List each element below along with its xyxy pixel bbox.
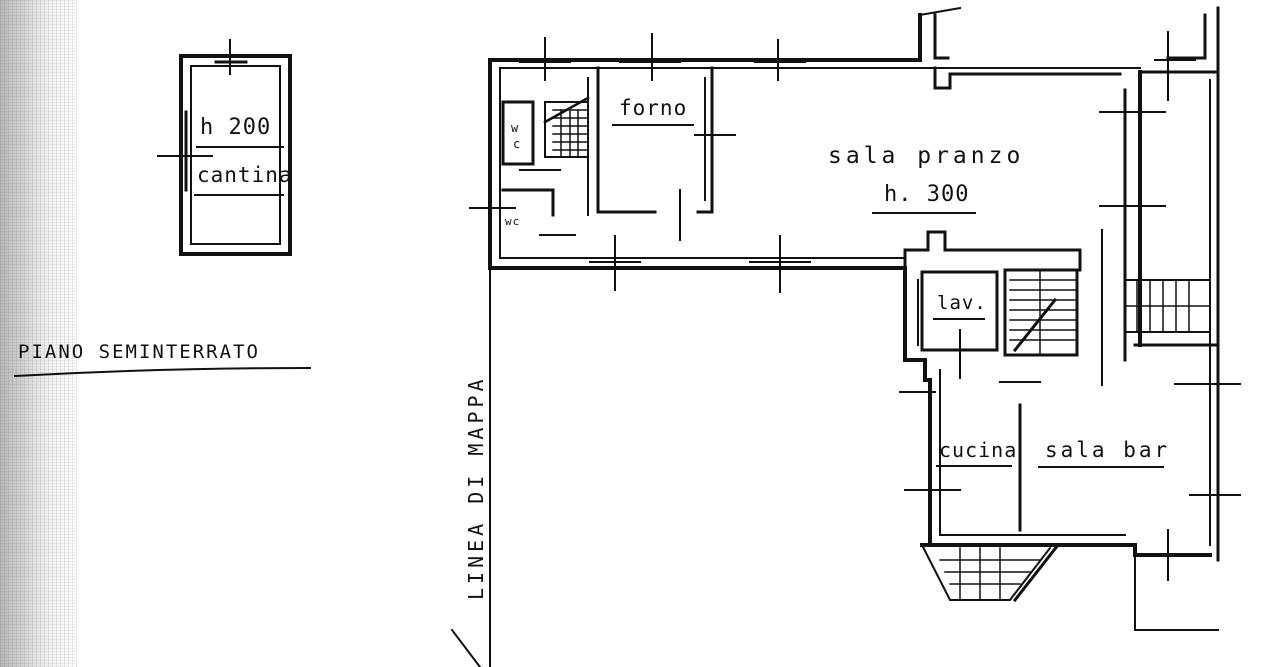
room-label-sala-pranzo: sala pranzo bbox=[828, 143, 1025, 169]
sala-pranzo-underline bbox=[872, 212, 976, 214]
cucina-underline bbox=[936, 465, 1012, 467]
forno-underline bbox=[612, 124, 694, 126]
lower-block-walls bbox=[903, 229, 1220, 631]
cantina-room-label: cantina bbox=[197, 163, 293, 187]
seminterrato-underline bbox=[13, 366, 312, 378]
room-label-cucina: cucina bbox=[939, 438, 1018, 462]
cantina-walls bbox=[157, 39, 292, 256]
room-label-forno: forno bbox=[619, 96, 688, 120]
upper-partitions bbox=[501, 66, 714, 241]
wc-upper-label-w: w bbox=[511, 121, 520, 135]
map-line bbox=[450, 267, 491, 667]
cantina-height-underline bbox=[196, 146, 284, 148]
seminterrato-caption: PIANO SEMINTERRATO bbox=[18, 341, 260, 363]
lav-underline bbox=[933, 318, 985, 320]
sala-bar-underline bbox=[1038, 466, 1164, 468]
wc-upper-label-c: c bbox=[513, 137, 522, 151]
window-marks bbox=[469, 31, 1241, 581]
cantina-height-label: h 200 bbox=[200, 115, 272, 140]
room-label-sala-pranzo-height: h. 300 bbox=[884, 182, 970, 207]
scan-noise-edge bbox=[0, 0, 78, 667]
map-line-label: LINEA DI MAPPA bbox=[464, 375, 488, 600]
room-label-sala-bar: sala bar bbox=[1045, 438, 1171, 462]
room-label-lav: lav. bbox=[937, 292, 987, 314]
wc-lower-label: wc bbox=[505, 215, 521, 228]
cantina-room-underline bbox=[194, 194, 284, 196]
